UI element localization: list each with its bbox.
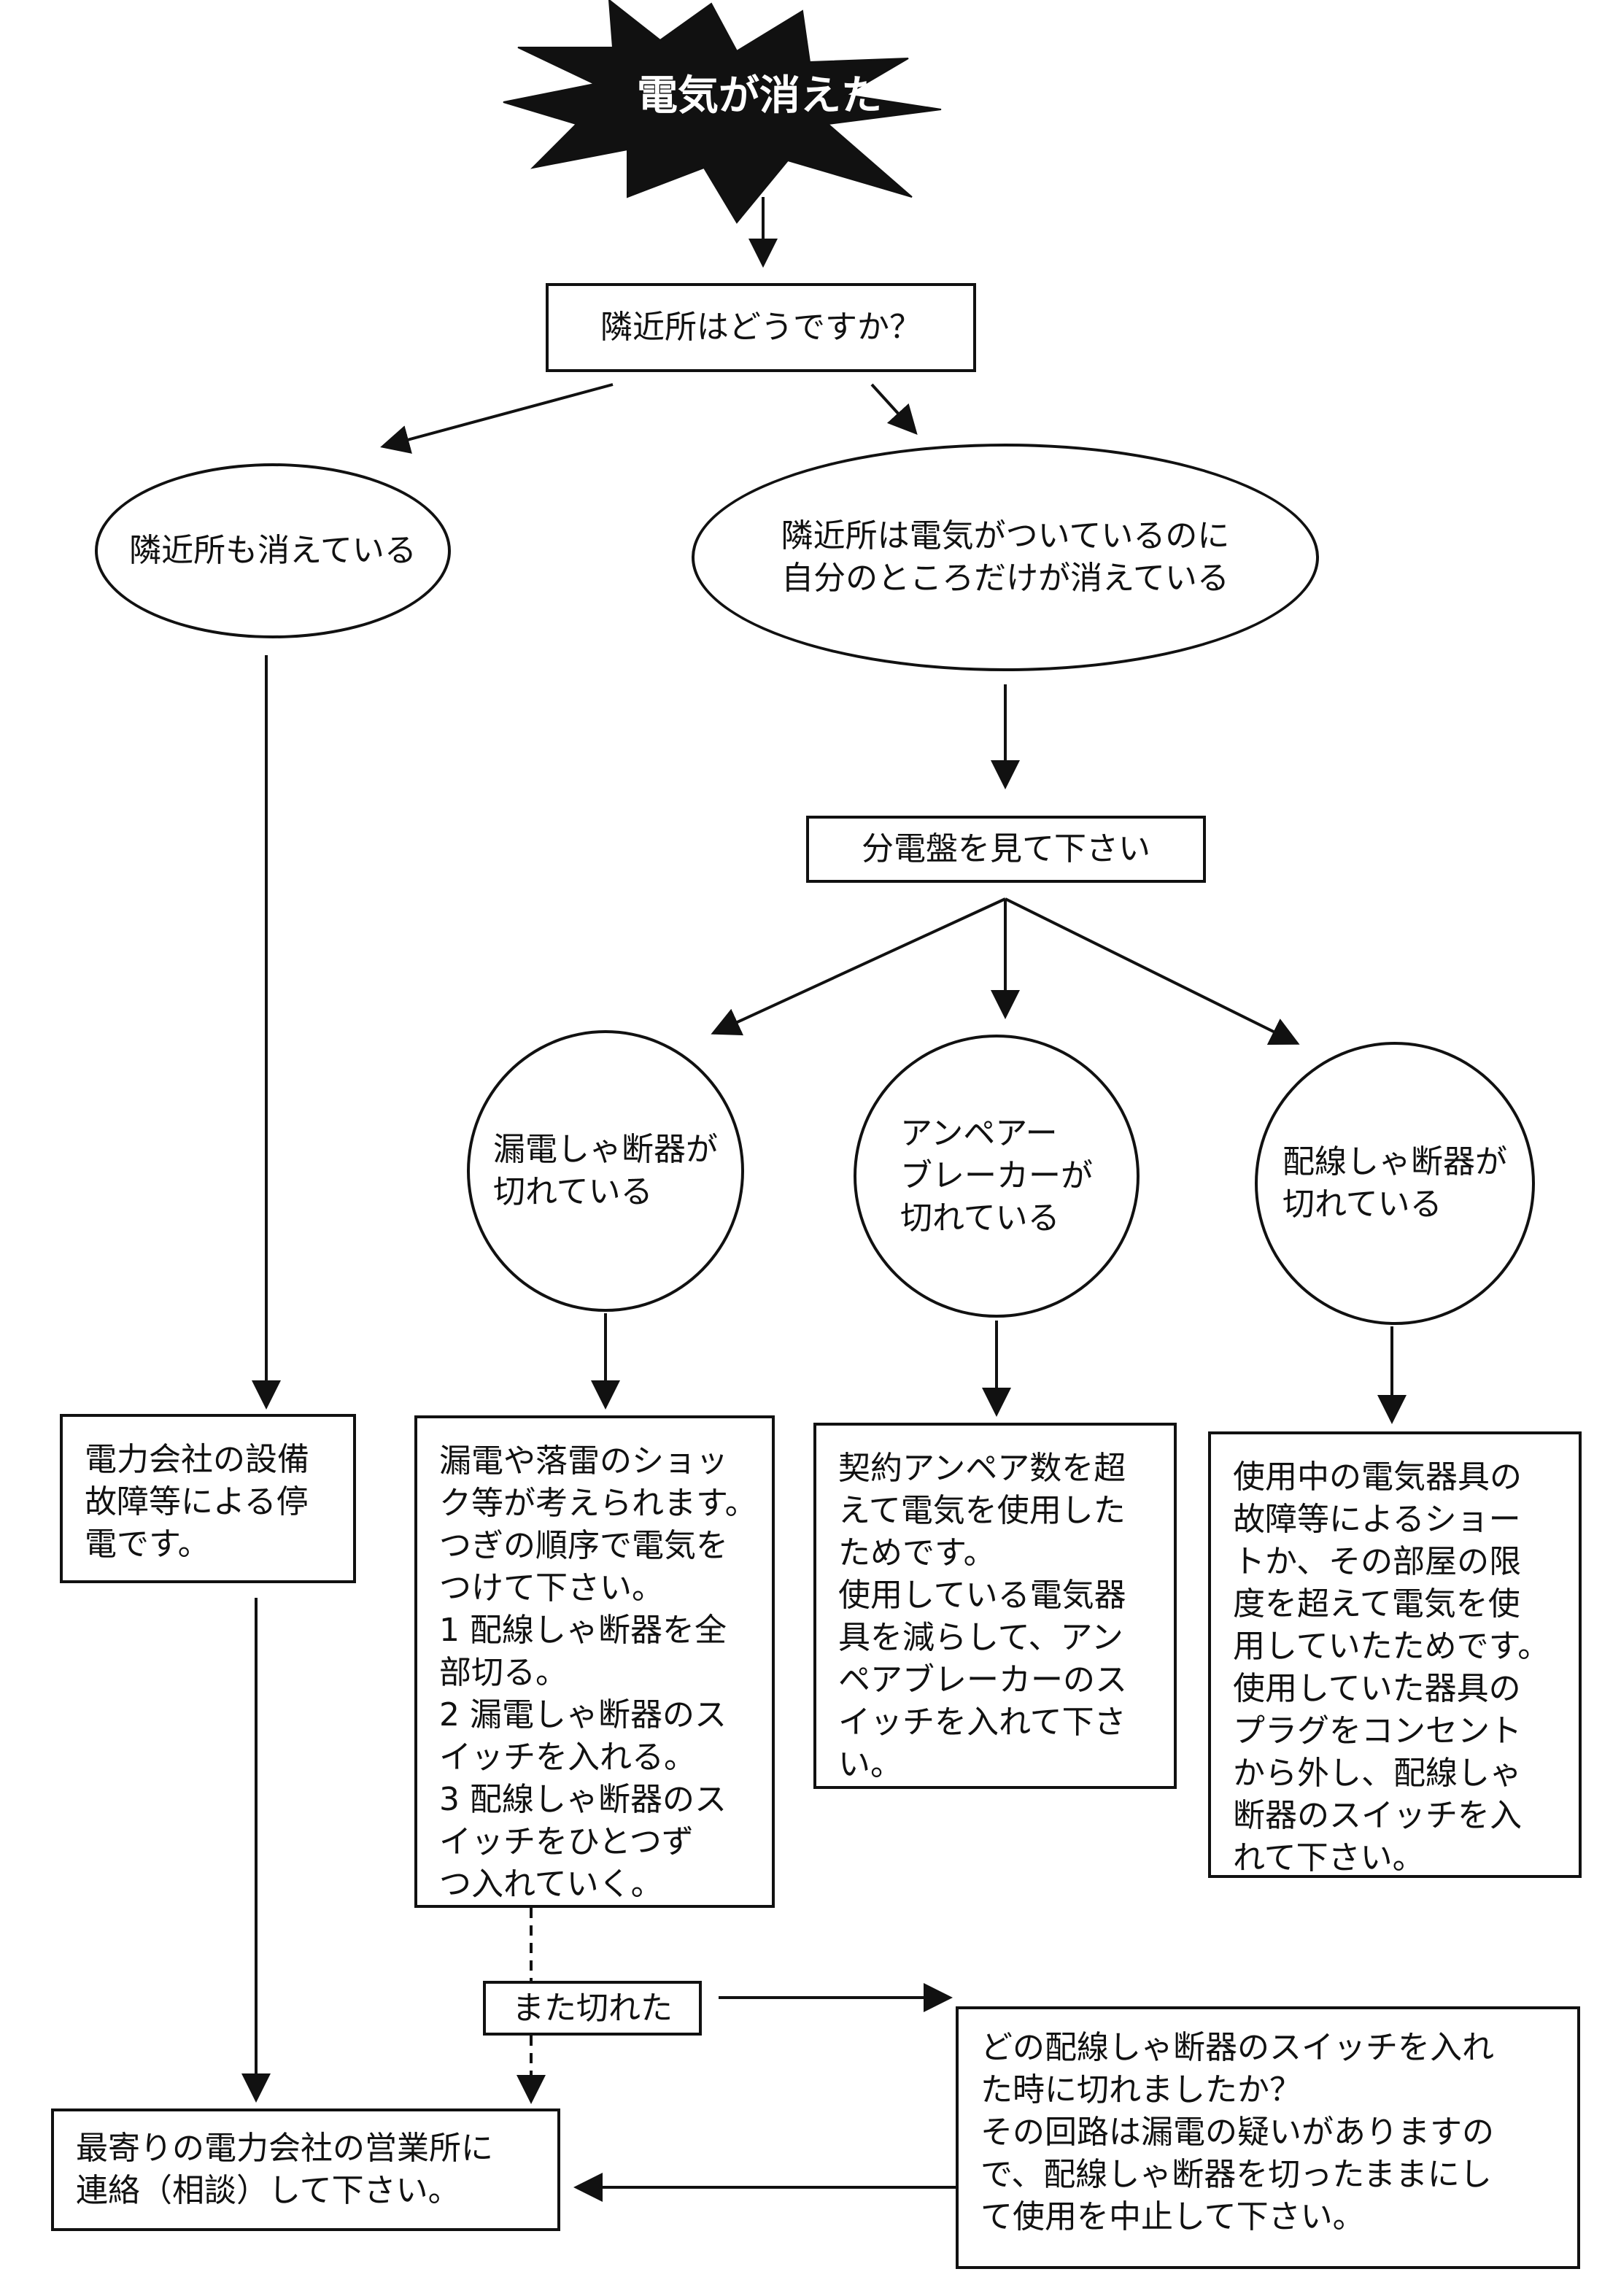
circle-leak-breaker: 漏電しゃ断器が 切れている xyxy=(467,1030,744,1312)
which-breaker-text: どの配線しゃ断器のスイッチを入れ た時に切れましたか？ その回路は漏電の疑いがあ… xyxy=(980,2029,1494,2235)
tripped-again-box: また切れた xyxy=(483,1981,702,2036)
leak-note-text: 漏電や落雷のショッ ク等が考えられます。 つぎの順序で電気を つけて下さい。 1… xyxy=(439,1442,757,1903)
arrow-panel-to-wiring-breaker xyxy=(1005,897,1300,1045)
ampere-breaker-text: アンペアー ブレーカーが 切れている xyxy=(900,1115,1093,1237)
which-breaker-box: どの配線しゃ断器のスイッチを入れ た時に切れましたか？ その回路は漏電の疑いがあ… xyxy=(956,2006,1580,2269)
tripped-again-text: また切れた xyxy=(512,1989,673,2027)
oval-only-mine: 隣近所は電気がついているのに 自分のところだけが消えている xyxy=(692,444,1319,671)
question-box: 隣近所はどうですか？ xyxy=(546,283,976,372)
circle-wiring-breaker: 配線しゃ断器が 切れている xyxy=(1255,1042,1535,1325)
check-panel-text: 分電盤を見て下さい xyxy=(862,830,1150,867)
outage-note-box: 電力会社の設備 故障等による停 電です。 xyxy=(60,1414,356,1583)
contact-box: 最寄りの電力会社の営業所に 連絡（相談）して下さい。 xyxy=(51,2108,560,2231)
leak-breaker-text: 漏電しゃ断器が 切れている xyxy=(493,1131,718,1210)
check-panel-box: 分電盤を見て下さい xyxy=(806,816,1206,883)
arrow-panel-to-leak-breaker xyxy=(711,897,1006,1036)
start-title: 電気が消えた xyxy=(637,72,882,120)
circle-ampere-breaker: アンペアー ブレーカーが 切れている xyxy=(854,1035,1140,1318)
outage-note-text: 電力会社の設備 故障等による停 電です。 xyxy=(85,1441,309,1563)
wiring-note-text: 使用中の電気器具の 故障等によるショー トか、その部屋の限 度を超えて電気を使 … xyxy=(1233,1458,1550,1876)
ampere-note-text: 契約アンペア数を超 えて電気を使用した ためです。 使用している電気器 具を減ら… xyxy=(838,1450,1127,1783)
starburst-shape xyxy=(503,0,942,224)
wiring-breaker-text: 配線しゃ断器が 切れている xyxy=(1283,1143,1507,1223)
wiring-note-box: 使用中の電気器具の 故障等によるショー トか、その部屋の限 度を超えて電気を使 … xyxy=(1208,1431,1582,1878)
only-mine-text: 隣近所は電気がついているのに 自分のところだけが消えている xyxy=(781,517,1230,597)
ampere-note-box: 契約アンペア数を超 えて電気を使用した ためです。 使用している電気器 具を減ら… xyxy=(813,1423,1177,1789)
leak-note-box: 漏電や落雷のショッ ク等が考えられます。 つぎの順序で電気を つけて下さい。 1… xyxy=(414,1415,775,1908)
all-out-text: 隣近所も消えている xyxy=(129,532,417,569)
arrow-question-to-only-mine xyxy=(870,383,918,435)
contact-text: 最寄りの電力会社の営業所に 連絡（相談）して下さい。 xyxy=(76,2130,493,2209)
oval-all-out: 隣近所も消えている xyxy=(95,463,451,638)
arrow-question-to-all-out xyxy=(380,383,614,454)
question-text: 隣近所はどうですか？ xyxy=(600,309,921,346)
